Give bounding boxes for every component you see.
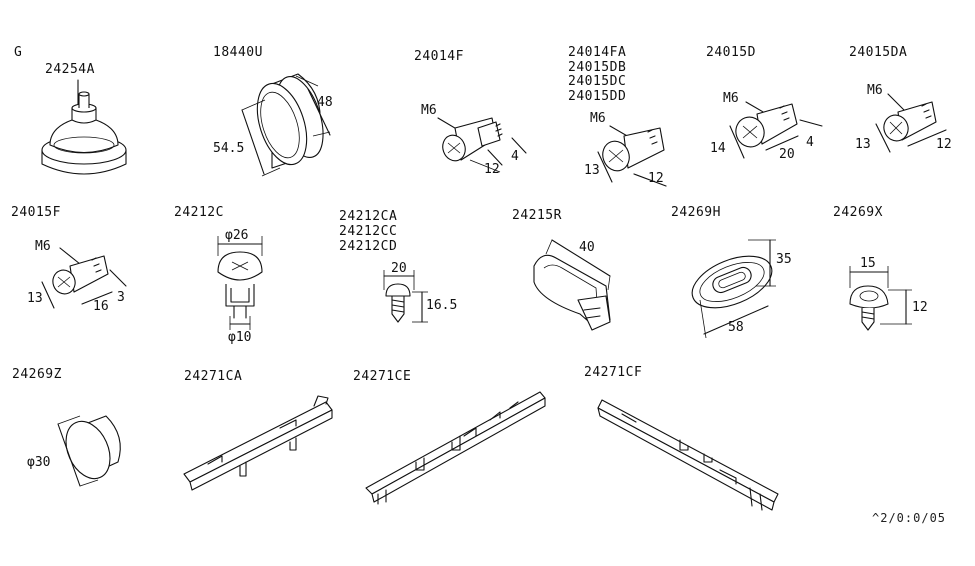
- part-24015D-dim-4: 4: [806, 135, 814, 150]
- part-24212C-dim-1: φ26: [225, 228, 249, 243]
- part-24014FA-drawing: [597, 125, 667, 187]
- part-24015F-drawing: [41, 247, 127, 309]
- part-24271CF-drawing: [597, 399, 779, 511]
- part-24014F-drawing: [437, 117, 527, 173]
- section-letter: G: [14, 45, 23, 60]
- part-24212CA-dim-1: 20: [391, 261, 407, 276]
- part-24015DA-drawing: [875, 93, 947, 153]
- part-24212C-dim-2: φ10: [228, 330, 252, 345]
- part-24015DA-dim-1: M6: [867, 83, 883, 98]
- part-24015D-number: 24015D: [706, 45, 756, 60]
- part-24014F-dim-2: 4: [511, 149, 519, 164]
- part-24215R-drawing: [533, 239, 611, 331]
- part-24014FA-number: 24014FA 24015DB 24015DC 24015DD: [568, 45, 627, 104]
- part-24015F-number: 24015F: [11, 205, 61, 220]
- part-24015DA-dim-2: 13: [855, 137, 871, 152]
- part-18440U-dim-1: 48: [317, 95, 333, 110]
- part-18440U-number: 18440U: [213, 45, 263, 60]
- part-24014F-dim-3: 12: [484, 162, 500, 177]
- part-24269X-drawing: [849, 266, 912, 331]
- part-24269X-dim-2: 12: [912, 300, 928, 315]
- part-24254A-drawing: [41, 79, 127, 175]
- part-24271CA-number: 24271CA: [184, 369, 243, 384]
- part-24271CF-number: 24271CF: [584, 365, 643, 380]
- part-18440U-dim-2: 54.5: [213, 141, 245, 156]
- part-24015F-dim-4: 3: [117, 290, 125, 305]
- part-24014FA-dim-3: 12: [648, 171, 664, 186]
- part-24015F-dim-2: 13: [27, 291, 43, 306]
- part-24269Z-drawing: [57, 415, 121, 487]
- diagram-reference-code: ^2/0:0/05: [872, 511, 947, 525]
- part-24269Z-dim-1: φ30: [27, 455, 51, 470]
- part-24015D-dim-3: 20: [779, 147, 795, 162]
- part-24014FA-dim-2: 13: [584, 163, 600, 178]
- part-24015F-dim-3: 16: [93, 299, 109, 314]
- part-24269H-number: 24269H: [671, 205, 721, 220]
- part-24015D-dim-2: 14: [710, 141, 726, 156]
- part-24269X-number: 24269X: [833, 205, 883, 220]
- part-24014F-dim-1: M6: [421, 103, 437, 118]
- part-24015D-drawing: [729, 101, 823, 159]
- part-24215R-number: 24215R: [512, 208, 562, 223]
- part-24269H-dim-1: 35: [776, 252, 792, 267]
- part-24015DA-number: 24015DA: [849, 45, 908, 60]
- part-24212CA-dim-2: 16.5: [426, 298, 458, 313]
- part-24212CA-drawing: [383, 270, 428, 323]
- part-24269H-dim-2: 58: [728, 320, 744, 335]
- part-24271CE-drawing: [365, 391, 546, 505]
- part-24212C-number: 24212C: [174, 205, 224, 220]
- part-24215R-dim-1: 40: [579, 240, 595, 255]
- part-24014F-number: 24014F: [414, 49, 464, 64]
- part-24271CE-number: 24271CE: [353, 369, 412, 384]
- part-24014FA-dim-1: M6: [590, 111, 606, 126]
- part-24212CA-number: 24212CA 24212CC 24212CD: [339, 209, 398, 254]
- part-24015D-dim-1: M6: [723, 91, 739, 106]
- part-24269X-dim-1: 15: [860, 256, 876, 271]
- part-18440U-drawing: [241, 73, 331, 177]
- part-24269Z-number: 24269Z: [12, 367, 62, 382]
- part-24015F-dim-1: M6: [35, 239, 51, 254]
- part-24254A-number: 24254A: [45, 62, 95, 77]
- part-24271CA-drawing: [183, 395, 333, 491]
- part-24212C-drawing: [217, 236, 263, 330]
- part-24015DA-dim-3: 12: [936, 137, 952, 152]
- part-24269H-drawing: [691, 239, 776, 339]
